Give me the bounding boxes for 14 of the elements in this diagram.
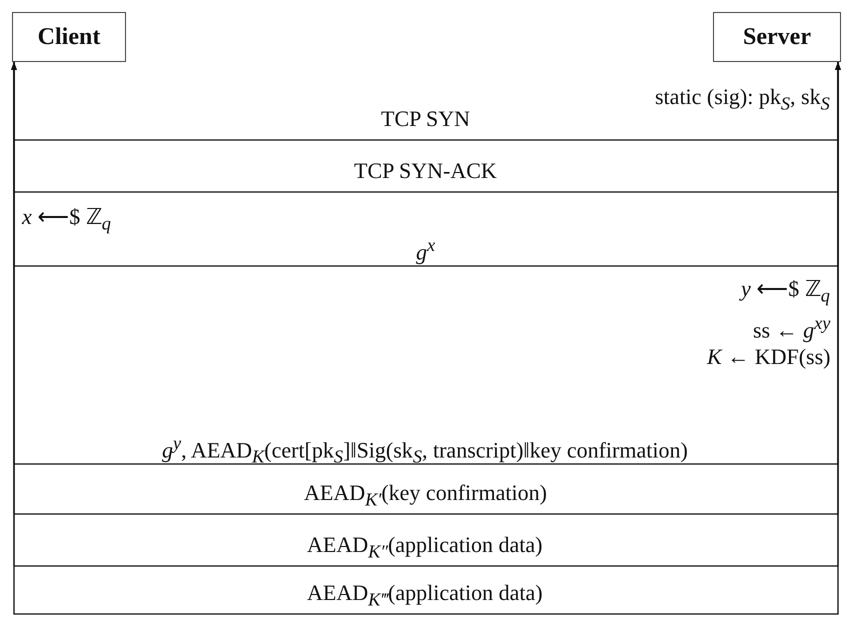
server-box: Server	[713, 12, 841, 62]
computation-step: y ⟵$ ℤ$_{q}$	[741, 276, 830, 308]
client-box: Client	[12, 12, 126, 62]
message-label: AEAD$_{K‴}$(application data)	[307, 580, 543, 612]
key-annotation: static (sig): pk$_{S}$, sk$_{S}$	[655, 84, 830, 116]
computation-step: K ← KDF(ss)	[707, 344, 830, 370]
message-label: g$^{y}$, AEAD$_{K}$(cert[pk$_{S}$]‖Sig(sk$_{S}$, transcript)‖key confirmation)	[162, 432, 688, 469]
message-label: TCP SYN-ACK	[354, 158, 497, 184]
computation-step: ss ← g$^{xy}$	[753, 310, 830, 344]
message-label: TCP SYN	[381, 106, 470, 132]
message-label: g$^{x}$	[416, 234, 436, 266]
message-label: AEAD$_{K′}$(key confirmation)	[304, 480, 547, 512]
message-label: AEAD$_{K″}$(application data)	[307, 532, 543, 564]
computation-step: x ⟵$ ℤ$_{q}$	[22, 204, 111, 236]
